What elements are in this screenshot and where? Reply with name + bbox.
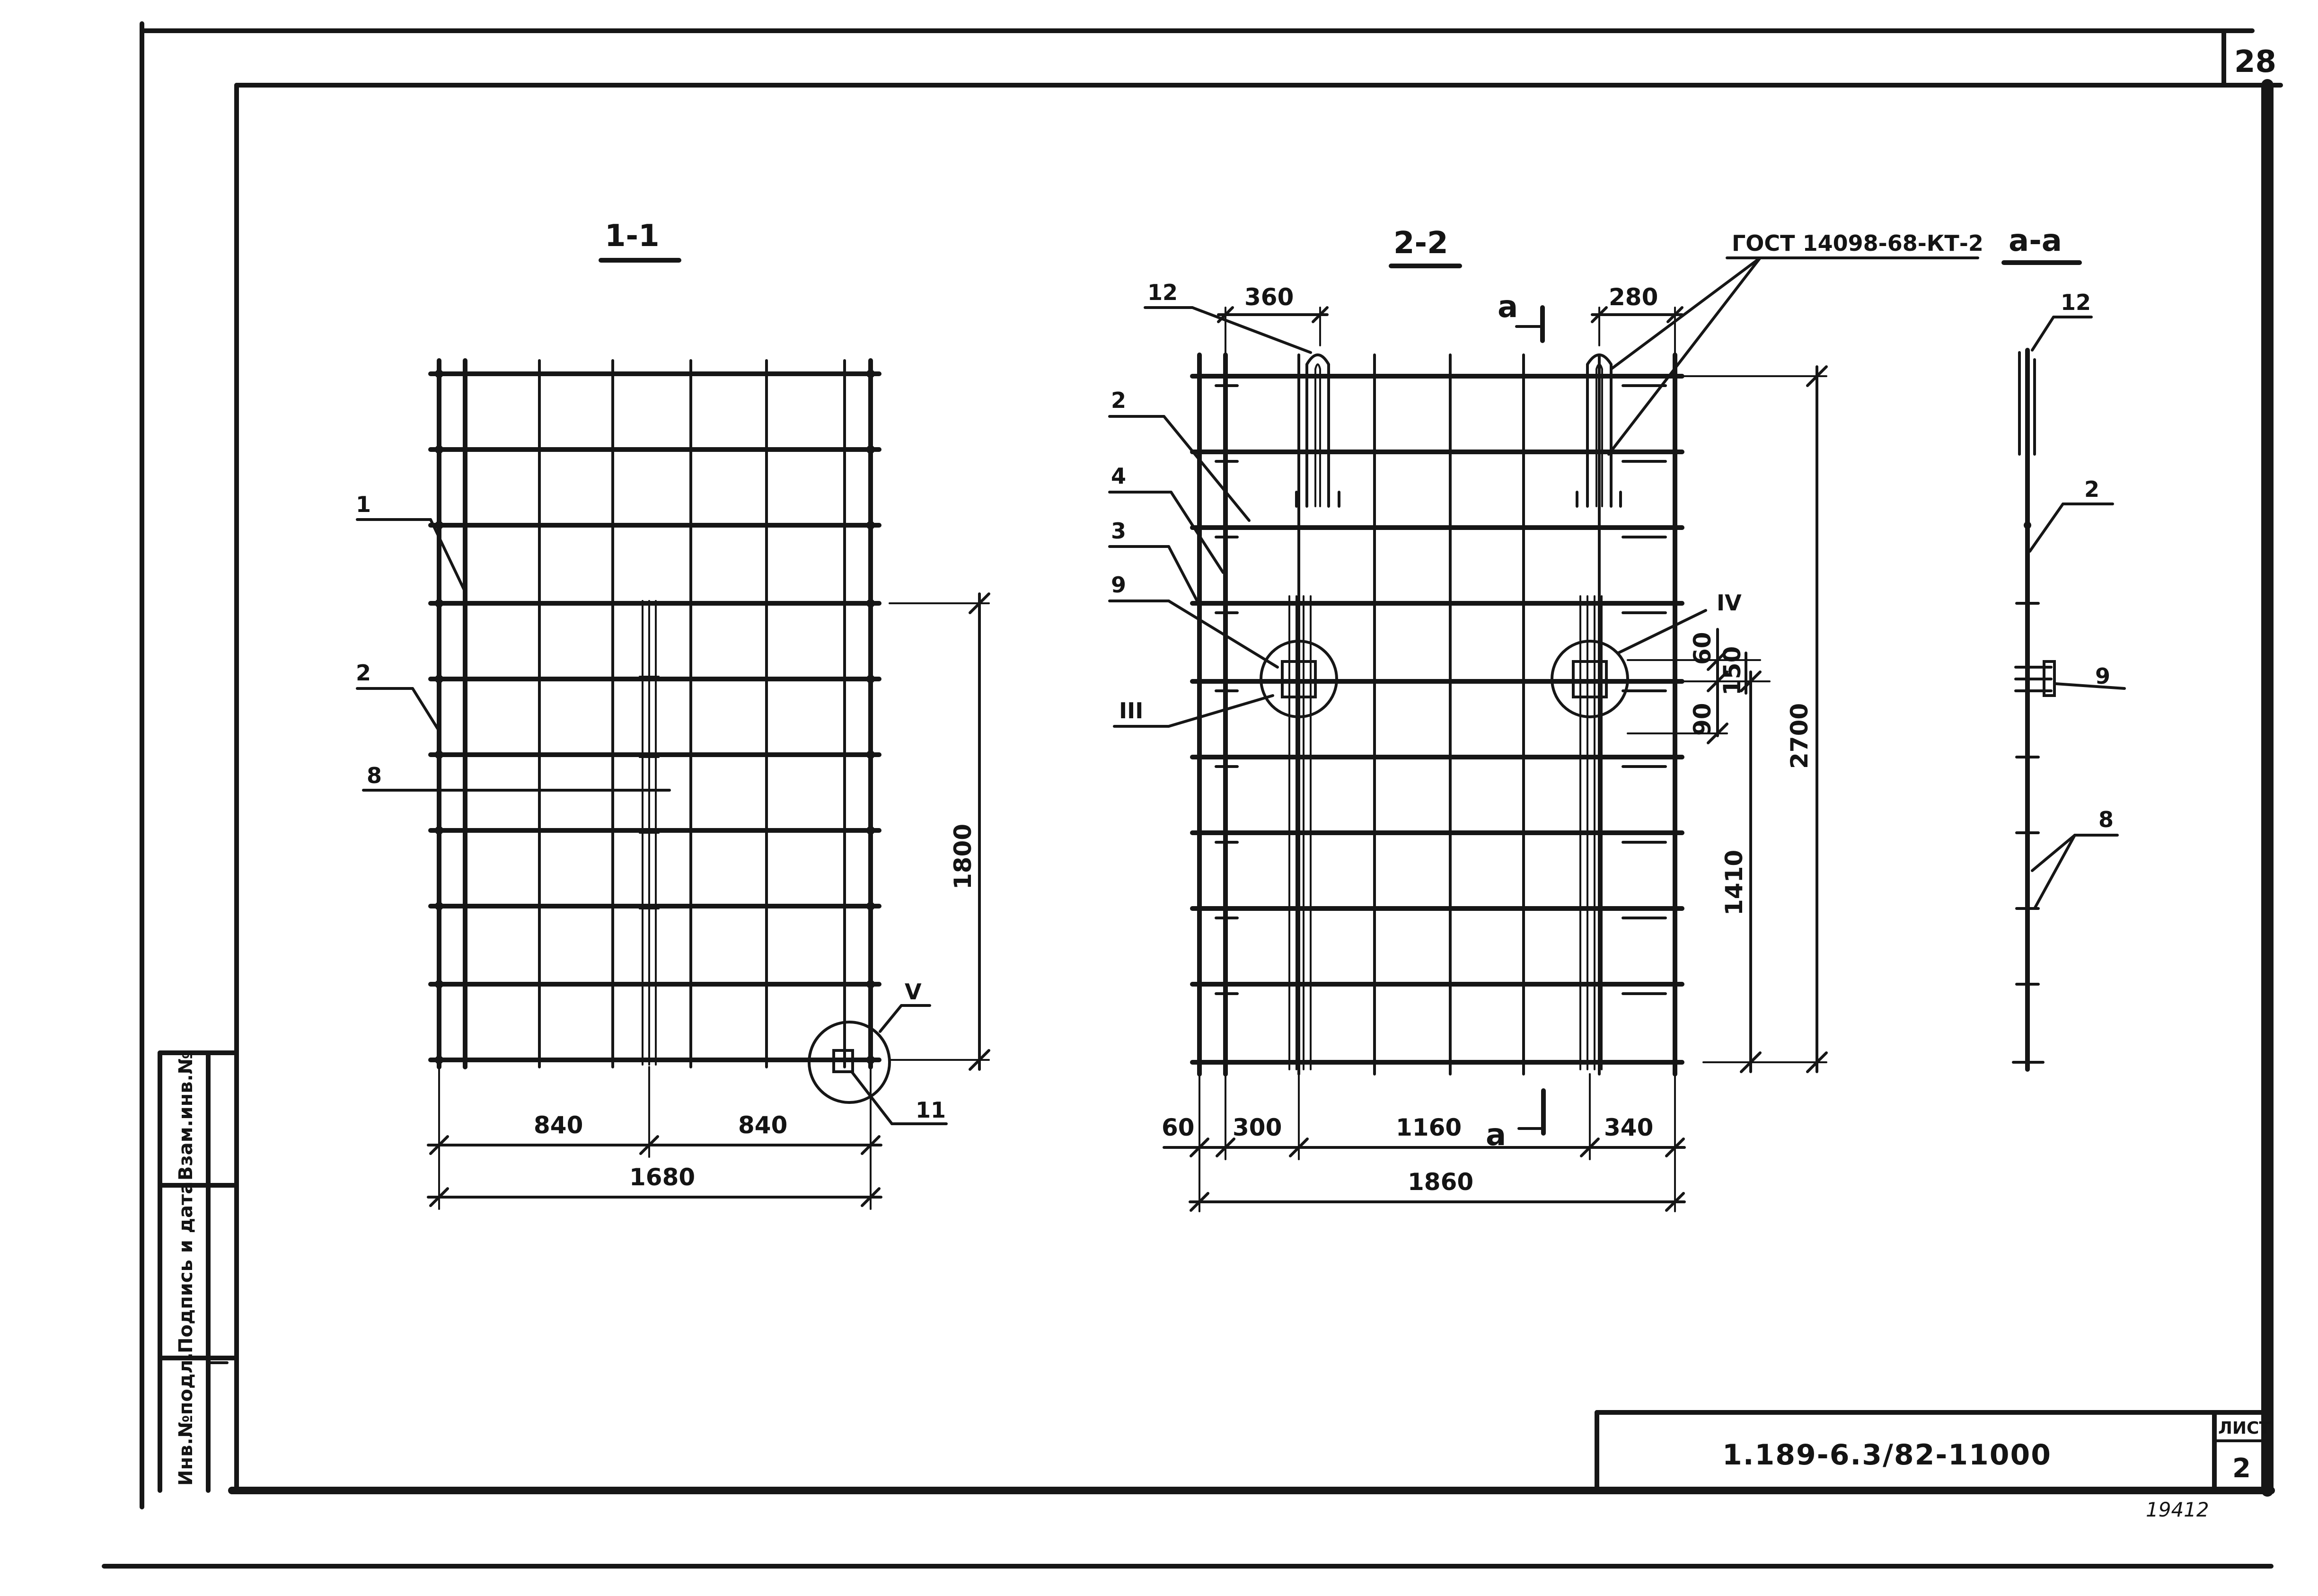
callout-detail-v: V xyxy=(905,979,922,1005)
stamp-signature-date: Подпись и дата xyxy=(175,1182,197,1353)
callout-a-a-2: 2 xyxy=(2084,476,2099,502)
drawing-code: 1.189-6.3/82-11000 xyxy=(1722,1438,2052,1472)
dim-340: 340 xyxy=(1604,1114,1653,1141)
section-mark-top: a xyxy=(1498,290,1518,325)
dim-300: 300 xyxy=(1233,1114,1282,1141)
dims-2-2: 360 280 2700 1410 xyxy=(1162,283,1828,1212)
dim-840-right: 840 xyxy=(738,1111,787,1139)
dim-1860: 1860 xyxy=(1408,1168,1473,1196)
callout-8: 8 xyxy=(367,763,382,788)
callout-detail-iv: IV xyxy=(1717,590,1742,616)
callout-11: 11 xyxy=(916,1097,946,1123)
title-block xyxy=(1595,1410,2270,1493)
dim-90: 90 xyxy=(1689,703,1716,736)
sheet-label: ЛИСТ xyxy=(2218,1419,2271,1438)
dim-1410: 1410 xyxy=(1720,850,1748,916)
view-2-2-title: 2-2 xyxy=(1393,226,1448,261)
gost-note: ГОСТ 14098-68-КТ-2 xyxy=(1732,230,1983,256)
dim-60-vertical: 60 xyxy=(1689,632,1716,665)
dim-1680: 1680 xyxy=(629,1164,695,1191)
dim-2700: 2700 xyxy=(1786,703,1813,769)
sheet-number: 2 xyxy=(2232,1453,2251,1484)
left-stamp: Инв.№подл. Подпись и дата Взам.инв.№ xyxy=(158,1050,239,1493)
dim-360: 360 xyxy=(1244,283,1294,311)
callout-12: 12 xyxy=(1147,280,1178,305)
callouts-1-1: 1 2 8 V 11 xyxy=(356,492,948,1125)
callout-a-a-8: 8 xyxy=(2098,807,2114,832)
dim-60: 60 xyxy=(1162,1114,1195,1141)
view-2-2: 2-2 xyxy=(1108,226,1983,1212)
dim-840-left: 840 xyxy=(534,1111,583,1139)
stamp-replaced-inv: Взам.инв.№ xyxy=(175,1051,197,1181)
dim-280: 280 xyxy=(1609,283,1658,311)
dim-1800: 1800 xyxy=(949,824,977,890)
dim-150: 150 xyxy=(1719,646,1746,696)
callout-a-a-12: 12 xyxy=(2061,290,2091,315)
sheet-frame xyxy=(102,21,2283,1569)
stamp-inv-orig: Инв.№подл. xyxy=(175,1352,197,1486)
callouts-a-a: 12 2 9 8 xyxy=(2028,290,2126,910)
callout-1: 1 xyxy=(356,492,371,517)
handwritten-note: 19412 xyxy=(2146,1498,2209,1521)
callout-2: 2 xyxy=(356,660,371,686)
view-a-a-title: a-a xyxy=(2009,223,2062,258)
page-number: 28 xyxy=(2234,44,2276,79)
callout-detail-iii: III xyxy=(1119,698,1143,723)
mesh-1-1 xyxy=(428,358,891,1104)
view-1-1: 1-1 xyxy=(356,219,990,1210)
view-1-1-title: 1-1 xyxy=(605,219,660,254)
callouts-2-2: 12 2 4 3 9 III IV ГОСТ 14098-68-КТ-2 xyxy=(1108,230,1983,728)
callout-a-a-9: 9 xyxy=(2095,663,2110,689)
callout-9: 9 xyxy=(1111,572,1126,598)
mesh-2-2 xyxy=(1190,353,1684,1076)
section-a-a-profile xyxy=(2012,348,2056,1072)
callout-4: 4 xyxy=(1111,463,1126,489)
dim-1160: 1160 xyxy=(1396,1114,1462,1141)
view-a-a: a-a 12 2 9 xyxy=(2001,223,2126,1072)
callout-2-2: 2 xyxy=(1111,388,1126,413)
callout-3: 3 xyxy=(1111,518,1126,544)
dims-1-1: 1800 840 840 1680 xyxy=(427,592,990,1210)
